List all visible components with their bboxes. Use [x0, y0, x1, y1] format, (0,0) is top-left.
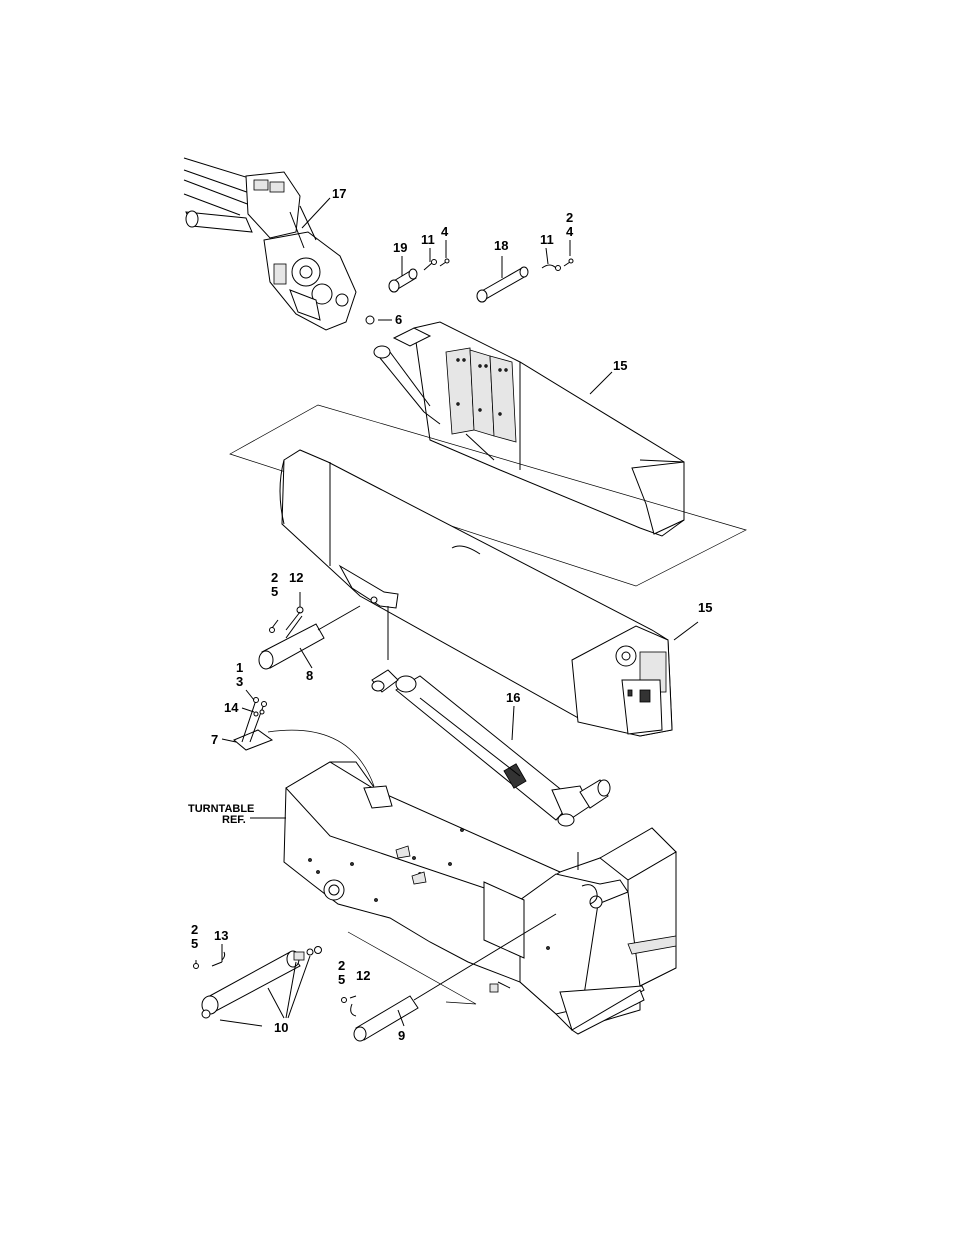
bolt-11-4-left: [424, 259, 449, 270]
callout-4-right: 4: [566, 224, 574, 239]
boom-head-assembly: [184, 158, 356, 330]
callout-9: 9: [398, 1028, 405, 1043]
callout-3: 3: [236, 674, 243, 689]
callout-13: 13: [214, 928, 228, 943]
callout-12-mid: 12: [289, 570, 303, 585]
callout-1: 1: [236, 660, 243, 675]
callout-2-lower-right: 2: [338, 958, 345, 973]
turntable: [284, 762, 676, 1034]
callout-19: 19: [393, 240, 407, 255]
callout-4-left: 4: [441, 224, 449, 239]
callout-2-lower-left: 2: [191, 922, 198, 937]
callout-18: 18: [494, 238, 508, 253]
callout-15-lower: 15: [698, 600, 712, 615]
inner-boom-section: [374, 322, 684, 536]
callout-12-lower: 12: [356, 968, 370, 983]
callout-5-mid: 5: [271, 584, 278, 599]
callout-2-mid: 2: [271, 570, 278, 585]
callout-11-right: 11: [540, 232, 554, 247]
callout-5-lower-left: 5: [191, 936, 198, 951]
callout-14: 14: [224, 700, 239, 715]
callout-16: 16: [506, 690, 520, 705]
pin-8: [259, 606, 360, 669]
bolt-12-5-lower: [342, 996, 357, 1016]
callout-17: 17: [332, 186, 346, 201]
callout-15-upper: 15: [613, 358, 627, 373]
bolt-11-4-right: [542, 259, 573, 271]
washer-6: [366, 316, 374, 324]
callout-8: 8: [306, 668, 313, 683]
callout-10: 10: [274, 1020, 288, 1035]
callout-11-left: 11: [421, 232, 435, 247]
callout-5-lower-right: 5: [338, 972, 345, 987]
leveling-cylinder: [202, 947, 322, 1027]
callout-2-top: 2: [566, 210, 573, 225]
callout-7: 7: [211, 732, 218, 747]
turntable-ref-label-line2: REF.: [222, 814, 246, 826]
bolt-13-5: [194, 952, 225, 969]
pin-19: [389, 269, 417, 292]
callout-6: 6: [395, 312, 402, 327]
